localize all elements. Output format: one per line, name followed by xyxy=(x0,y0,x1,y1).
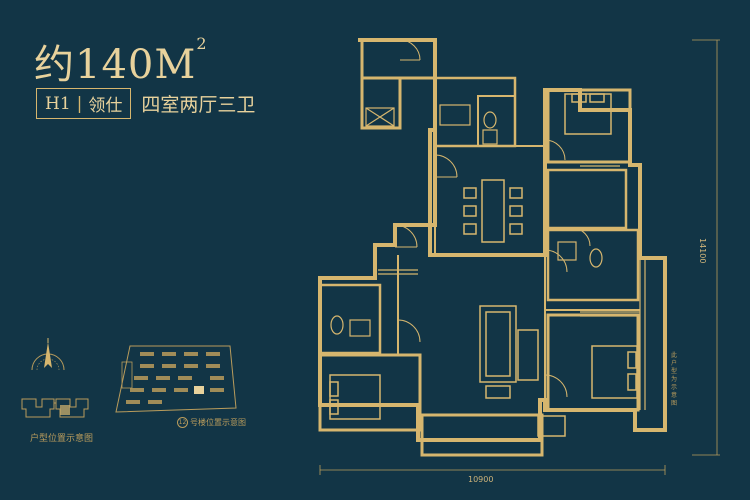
unit-separator: | xyxy=(76,93,83,114)
building-number-badge: 12 xyxy=(177,417,188,428)
unit-position-caption: 户型位置示意图 xyxy=(30,434,94,444)
compass-icon xyxy=(31,338,65,371)
site-map-caption-text: 号楼位置示意图 xyxy=(190,418,246,427)
depth-dimension-label: 14100 xyxy=(698,238,707,264)
side-note: 此户型为示意图 xyxy=(671,352,678,407)
unit-row: H1 | 领仕 四室两厅三卫 xyxy=(36,88,255,119)
width-dimension-label: 10900 xyxy=(468,475,494,484)
layout-description: 四室两厅三卫 xyxy=(141,94,256,116)
site-map-icon xyxy=(115,345,237,413)
unit-code: H1 xyxy=(45,93,71,114)
floor-plan xyxy=(318,38,720,475)
unit-name: 领仕 xyxy=(88,96,123,116)
unit-position-plan xyxy=(21,398,89,418)
area-value: 约140M xyxy=(34,42,197,88)
site-map-caption: 12 号楼位置示意图 xyxy=(177,417,246,428)
unit-badge: H1 | 领仕 xyxy=(36,88,132,119)
area-superscript: 2 xyxy=(196,34,208,53)
area-title: 约140M2 xyxy=(34,32,208,90)
